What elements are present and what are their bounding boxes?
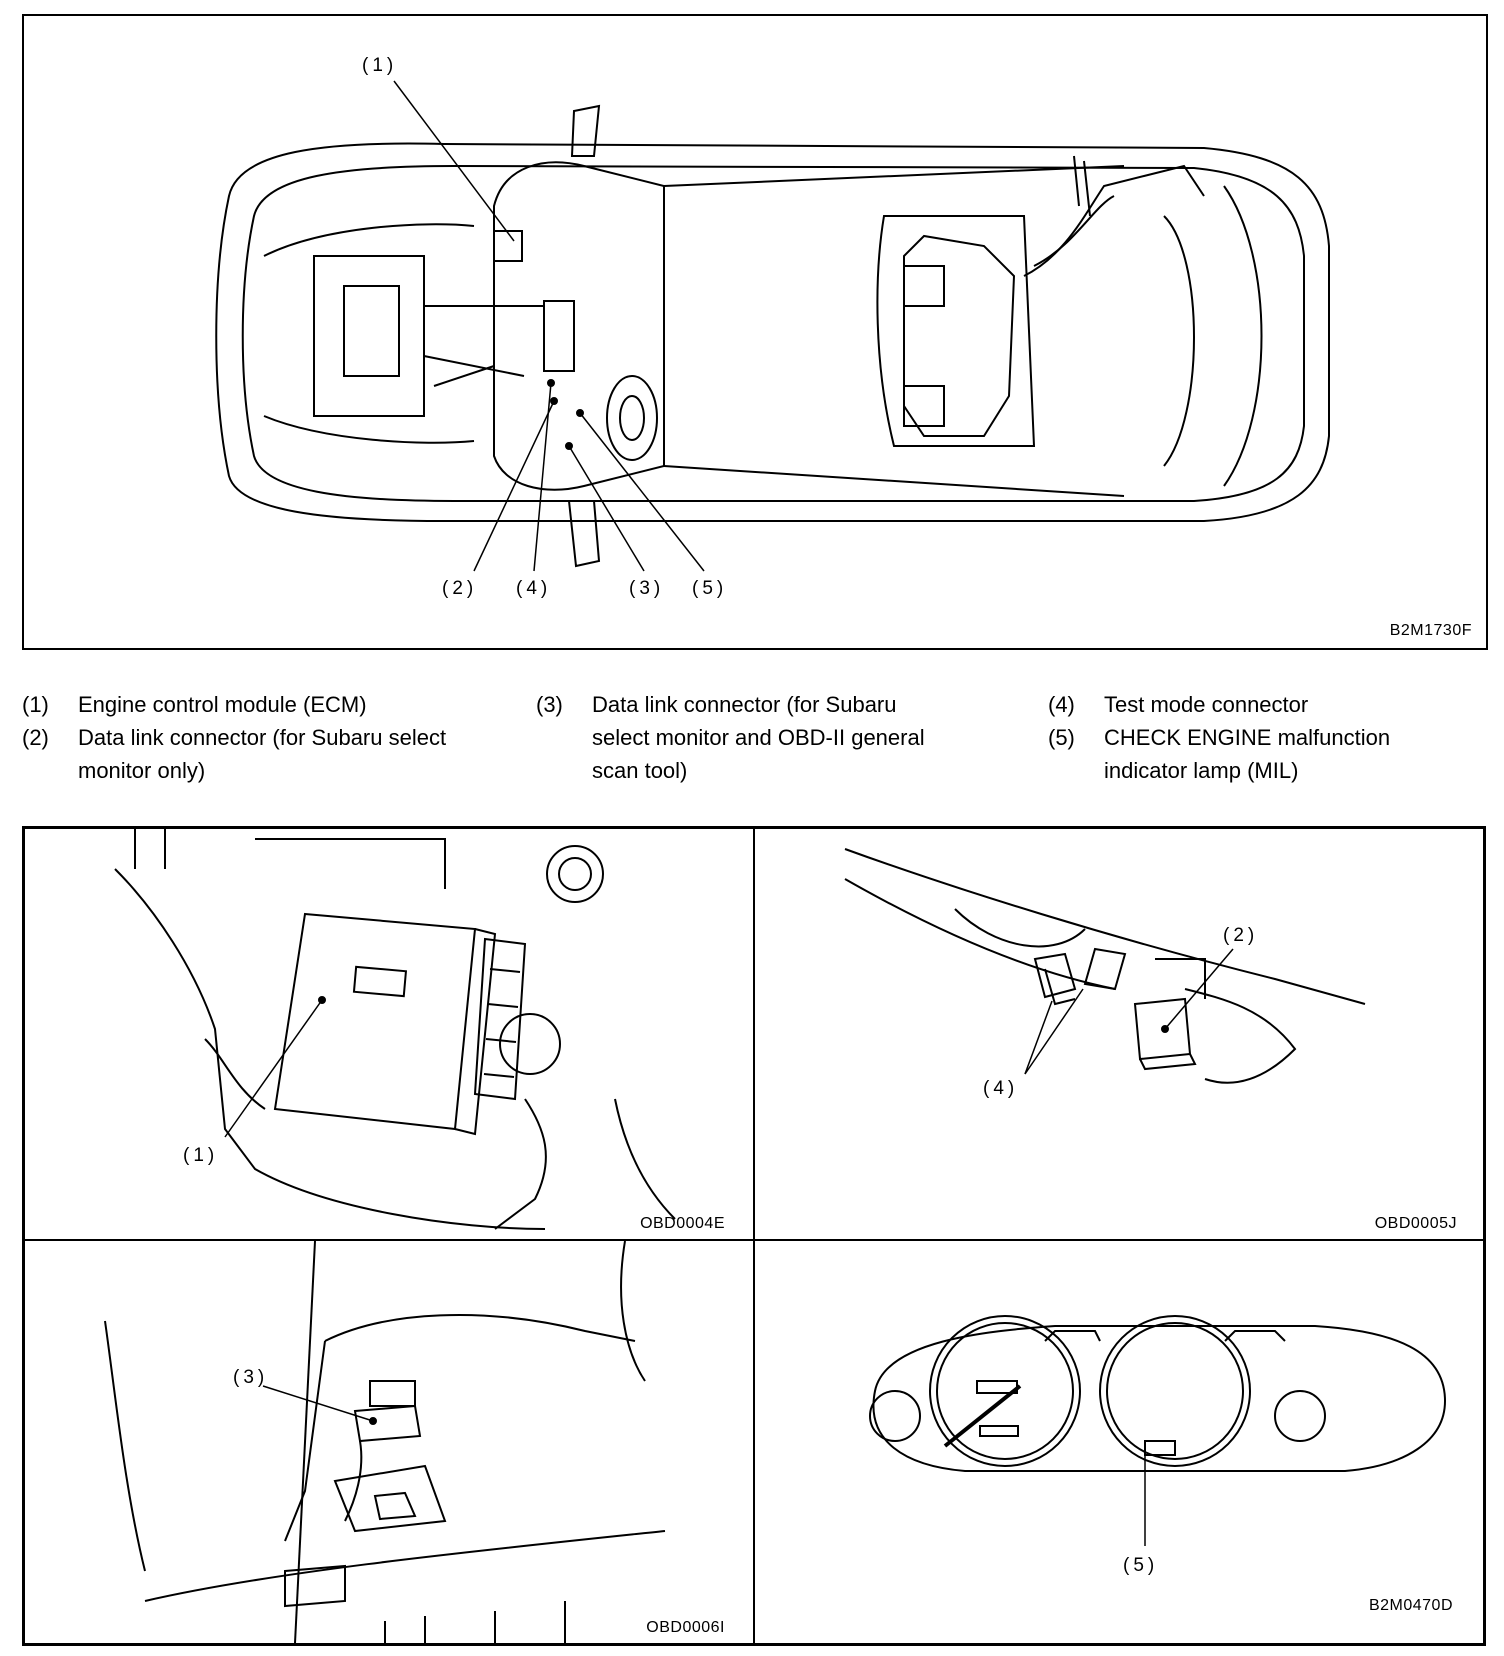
legend-text: CHECK ENGINE malfunction indicator lamp … <box>1104 725 1391 783</box>
leader-line <box>224 999 323 1138</box>
callout-2: (2) <box>1223 925 1258 946</box>
windshield <box>493 161 665 491</box>
callout-2: (2) <box>442 578 477 599</box>
panel-ecm: (1) OBD0004E <box>25 829 753 1239</box>
callout-5: (5) <box>692 578 727 599</box>
callout-4: (4) <box>983 1078 1018 1099</box>
panel-test-mode-connector: (2) (4) OBD0005J <box>755 829 1483 1239</box>
legend-item: (1) Engine control module (ECM) <box>22 688 492 721</box>
car-overview-illustration: (1) (2) (4) (3) (5) <box>215 55 1330 599</box>
meter-cluster-outline <box>872 1325 1447 1472</box>
leader-line-3 <box>568 445 645 572</box>
callout-5: (5) <box>1123 1555 1158 1576</box>
legend-text: Data link connector (for Subaru select m… <box>592 692 925 783</box>
leader-line <box>1024 1000 1053 1075</box>
ecm-box <box>493 230 523 262</box>
legend-number: (3) <box>536 692 563 717</box>
figure-code: OBD0004E <box>640 1215 725 1232</box>
top-figure-frame: (1) (2) (4) (3) (5) B2M1730F <box>22 14 1488 650</box>
engine-part <box>343 285 400 377</box>
wire-run <box>1073 155 1091 217</box>
harness-detail <box>903 385 945 427</box>
ecm-illustration: (1) <box>114 829 676 1230</box>
side-mirror <box>570 104 601 157</box>
figure-code: OBD0005J <box>1374 1215 1457 1232</box>
hood-line <box>263 415 475 444</box>
leader-line <box>262 1385 374 1422</box>
side-mirror <box>567 500 601 568</box>
grid-divider-horizontal <box>25 1239 1483 1241</box>
leader-line-1 <box>393 80 515 242</box>
wire-run <box>1023 164 1205 277</box>
leader-line-5 <box>579 412 705 572</box>
legend-number: (4) <box>1048 692 1075 717</box>
leader-line <box>1164 948 1234 1030</box>
harness <box>876 215 1036 447</box>
test-mode-connector <box>1083 947 1127 991</box>
hood-line <box>263 223 475 257</box>
ecm-box <box>273 912 477 1131</box>
legend-item: (5) CHECK ENGINE malfunction indicator l… <box>1048 721 1478 787</box>
callout-3: (3) <box>233 1367 268 1388</box>
legend-number: (5) <box>1048 725 1075 750</box>
speedometer-needle <box>943 1384 1022 1448</box>
data-link-illustration: (3) <box>104 1241 666 1643</box>
legend-text: Engine control module (ECM) <box>78 692 367 717</box>
ecm-connector <box>473 937 527 1101</box>
rear-window <box>1163 215 1195 467</box>
engine-hose <box>423 305 544 387</box>
legend-column-3: (4) Test mode connector (5) CHECK ENGINE… <box>1048 688 1478 787</box>
legend-text: Test mode connector <box>1104 692 1309 717</box>
leader-line-2 <box>473 400 555 572</box>
harness-detail <box>903 265 945 307</box>
grid-divider-vertical <box>753 829 755 1643</box>
callout-1: (1) <box>183 1145 218 1166</box>
callout-1: (1) <box>362 55 397 76</box>
test-mode-illustration: (2) (4) <box>844 848 1366 1099</box>
legend-item: (4) Test mode connector <box>1048 688 1478 721</box>
cabin-line <box>663 165 1125 187</box>
panel-combination-meter: (5) B2M0470D <box>755 1241 1483 1643</box>
leader-line-4 <box>533 382 552 572</box>
intake <box>543 300 575 372</box>
legend-item: (3) Data link connector (for Subaru sele… <box>536 688 956 787</box>
steering-wheel <box>606 375 658 461</box>
fuel-gauge <box>869 1390 921 1442</box>
meter-illustration: (5) <box>869 1315 1447 1576</box>
steering-hub <box>619 395 645 441</box>
figure-code: OBD0006I <box>646 1619 725 1636</box>
speedometer <box>929 1315 1081 1467</box>
cabin-line <box>663 465 1125 497</box>
data-link-connector <box>353 1404 422 1443</box>
trunk-line <box>1223 185 1263 487</box>
harness <box>903 234 1016 437</box>
temp-gauge <box>1274 1390 1326 1442</box>
tachometer <box>1099 1315 1251 1467</box>
legend-item: (2) Data link connector (for Subaru sele… <box>22 721 478 787</box>
figure-code: B2M0470D <box>1368 1597 1453 1614</box>
legend-column-2: (3) Data link connector (for Subaru sele… <box>536 688 956 787</box>
leader-line <box>1024 988 1084 1075</box>
engine-block <box>313 255 425 417</box>
callout-4: (4) <box>516 578 551 599</box>
callout-3: (3) <box>629 578 664 599</box>
car-body-outline <box>215 142 1330 522</box>
figure-code: B2M1730F <box>1389 622 1472 639</box>
test-mode-connector <box>1033 952 1077 999</box>
detail-grid-frame: (1) OBD0004E (2) (4) OBD0005J <box>22 826 1486 1646</box>
legend-column-1: (1) Engine control module (ECM) (2) Data… <box>22 688 492 787</box>
wire-run <box>1033 195 1115 267</box>
panel-data-link-connector: (3) OBD0006I <box>25 1241 753 1643</box>
legend-number: (1) <box>22 692 49 717</box>
legend-number: (2) <box>22 725 49 750</box>
car-inner-outline <box>241 164 1305 502</box>
legend-text: Data link connector (for Subaru select m… <box>78 725 447 783</box>
